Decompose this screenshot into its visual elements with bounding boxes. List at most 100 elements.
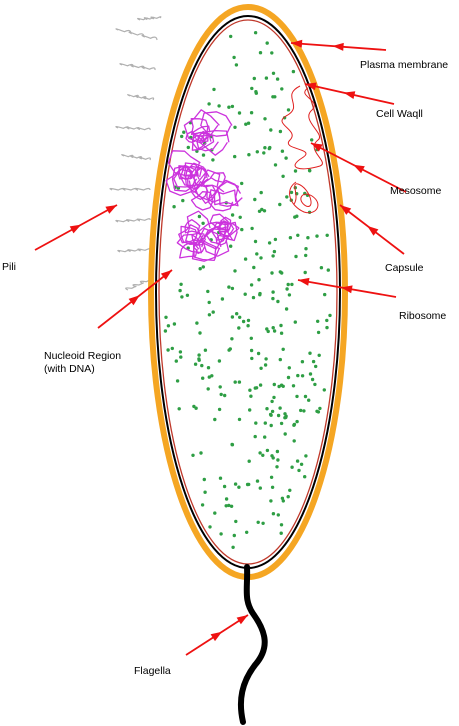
ribosome-dot <box>261 521 265 525</box>
ribosome-dot <box>325 325 329 330</box>
ribosome-dot <box>270 409 275 414</box>
ribosome-dot <box>207 313 212 317</box>
ribosome-dot <box>304 253 308 258</box>
ribosome-dot <box>272 382 276 387</box>
ribosome-dot <box>270 271 274 275</box>
ribosome-dot <box>278 129 283 134</box>
ribosome-dot <box>201 265 205 269</box>
ribosome-dot <box>219 392 223 397</box>
ribosome-dot <box>166 348 170 352</box>
ribosome-dot <box>250 226 254 231</box>
dna-loop <box>179 166 207 187</box>
ribosome-dot <box>276 458 280 462</box>
pilus-strand <box>119 63 156 71</box>
ribosome-dot <box>267 241 272 245</box>
ribosome-dot <box>285 287 289 291</box>
ribosome-dot <box>229 504 234 508</box>
mesosome-arrow <box>310 142 407 193</box>
ribosome-dot <box>271 95 275 99</box>
ribosome-dot <box>289 190 294 195</box>
ribosome-dot <box>263 363 268 367</box>
ribosome-dot <box>290 282 294 287</box>
ribosome-dot <box>253 386 257 390</box>
ribosome-dot <box>220 297 225 301</box>
ribosome-dot <box>310 377 315 382</box>
ribosome-dot <box>328 313 332 318</box>
ribosome-dot <box>271 290 275 294</box>
pilus-strand <box>115 125 151 131</box>
ribosome-dot <box>227 105 231 109</box>
ribosome-dot <box>248 408 252 412</box>
ribosome-dot <box>217 359 222 363</box>
ribosome-dot <box>268 145 272 150</box>
ribosome-dot <box>175 379 180 383</box>
ribosome-dot <box>240 227 244 232</box>
ribosome-dot <box>322 388 326 392</box>
cell-wall-arrow <box>304 82 395 105</box>
flagellum <box>237 564 268 725</box>
ribosome-dot <box>246 324 250 328</box>
ribosome-dot <box>249 283 254 287</box>
ribosome-dot <box>290 465 294 469</box>
ribosome-dot <box>179 282 183 286</box>
ribosome-dot <box>254 90 258 94</box>
ribosome-dot <box>317 353 321 357</box>
ribosome-dot <box>163 329 168 333</box>
ribosome-dot <box>308 351 312 355</box>
pili <box>109 16 162 291</box>
ribosome-dot <box>237 485 241 489</box>
plasma-membrane-arrow <box>290 39 387 51</box>
ribosome-dot <box>296 373 300 378</box>
ribosome-dot <box>250 356 254 361</box>
ribosome-dot <box>227 285 231 289</box>
pilus-strand <box>115 218 151 223</box>
ribosome-dot <box>206 366 211 370</box>
ribosome-dot <box>287 293 292 297</box>
ribosome-dot <box>174 359 178 363</box>
ribosome-dot <box>230 104 235 109</box>
ribosome-dot <box>265 448 270 453</box>
ribosome-dot <box>273 163 278 167</box>
ribosome-dot <box>246 121 251 125</box>
ribosome-dot <box>249 394 253 398</box>
ribosome-dot <box>203 490 207 494</box>
ribosome-dot <box>172 205 176 209</box>
ribosome-dot <box>297 468 301 473</box>
dna-loop <box>200 111 233 137</box>
ribosome-dot <box>272 329 277 333</box>
ribosome-dot <box>179 355 183 359</box>
ribosome-dot <box>172 322 177 326</box>
ribosome-dot <box>248 388 252 392</box>
ribosome-dot <box>224 497 229 501</box>
ribosome-dot <box>284 156 288 160</box>
ribosome-dot <box>285 195 289 199</box>
ribosome-dot <box>276 413 281 418</box>
plasma-membrane-layer <box>158 19 338 565</box>
ribosome-dot <box>164 315 168 319</box>
ribosome-dot <box>233 154 237 159</box>
ribosome-dot <box>210 374 214 378</box>
ribosome-dot <box>240 181 244 186</box>
ribosome-dot <box>235 312 239 316</box>
dna-loop <box>191 232 207 246</box>
ribosome-dot <box>258 51 263 55</box>
ribosome-dot <box>279 323 283 328</box>
ribosome-dot <box>291 69 296 74</box>
ribosome-dot <box>270 399 274 404</box>
mesosome-coil <box>281 85 323 214</box>
dna-loop <box>183 162 200 177</box>
ribosome-dot <box>313 382 317 387</box>
ribosome-dot <box>229 34 233 39</box>
ribosome-dot <box>288 236 293 240</box>
ribosome-dot <box>249 336 253 340</box>
ribosome-dot <box>269 423 273 428</box>
ribosome-dot <box>255 252 259 256</box>
ribosome-dot <box>213 511 217 515</box>
ribosome-dot <box>276 299 280 304</box>
ribosome-dot <box>253 197 257 202</box>
ribosome-dot <box>243 257 248 261</box>
ribosome-dot <box>253 31 258 35</box>
ribosome-dot <box>201 376 205 380</box>
pilus-strand <box>109 187 151 192</box>
